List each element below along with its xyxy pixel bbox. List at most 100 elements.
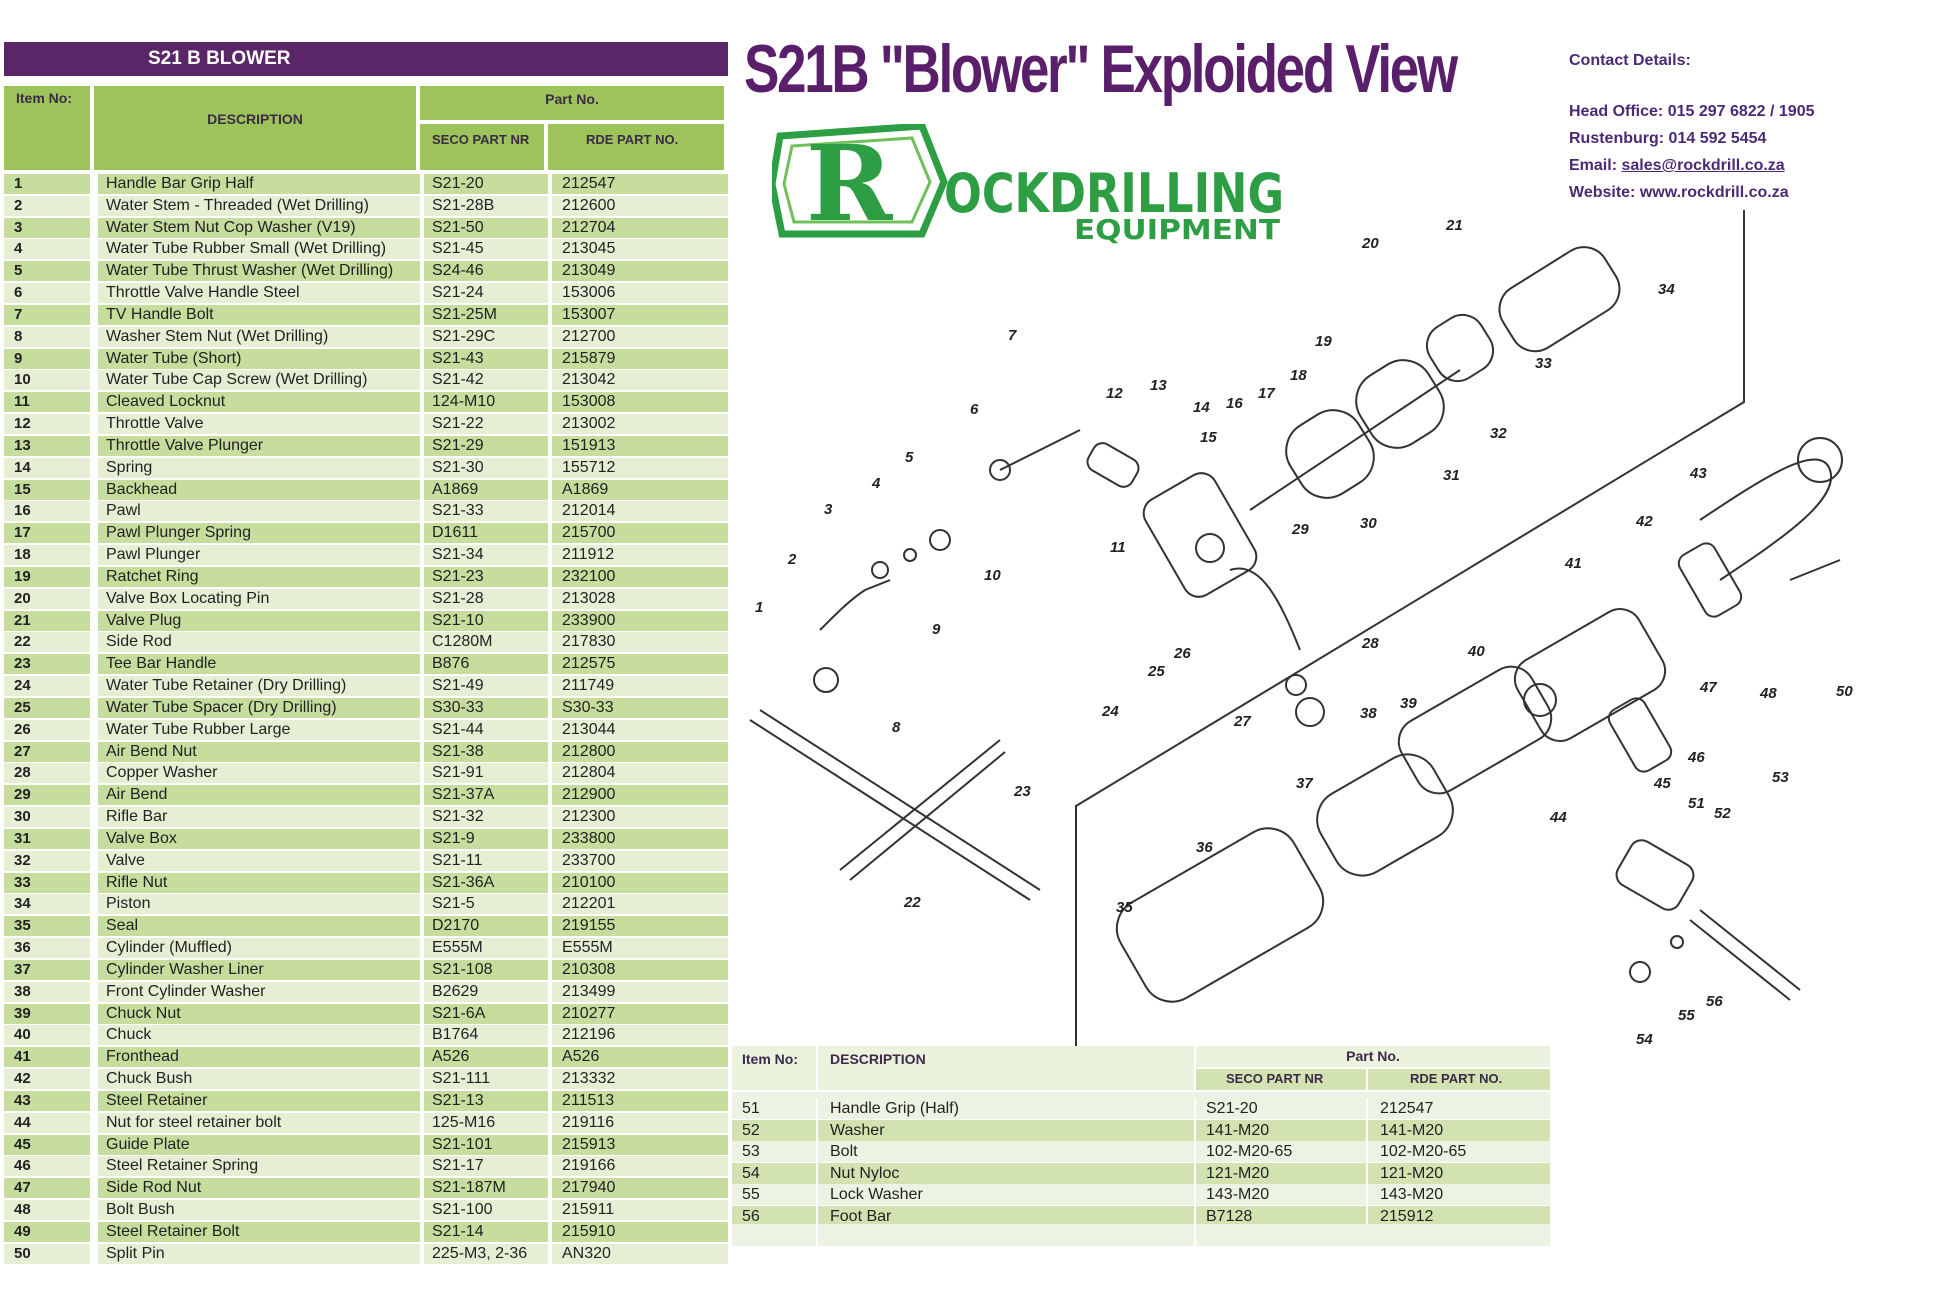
- cell-seco: S21-17: [424, 1156, 548, 1177]
- cell-seco: E555M: [424, 938, 548, 959]
- cell-rde: 211513: [552, 1090, 728, 1111]
- cell-rde: 217830: [552, 632, 728, 653]
- cell-item: 22: [4, 632, 90, 653]
- bottom-col-header-description: DESCRIPTION: [818, 1046, 1194, 1090]
- cell-rde: 212804: [552, 763, 728, 784]
- cell-desc: Foot Bar: [818, 1206, 1194, 1227]
- cell-item: 43: [4, 1090, 90, 1111]
- cell-item: 10: [4, 370, 90, 391]
- cell-item: 19: [4, 566, 90, 587]
- contact-head-office: Head Office: 015 297 6822 / 1905: [1569, 103, 1815, 120]
- cell-rde: 215911: [552, 1200, 728, 1220]
- callout-label: 27: [1233, 713, 1251, 730]
- cell-seco: S30-33: [424, 697, 548, 718]
- cell-seco: S21-23: [424, 566, 548, 587]
- callout-label: 23: [1013, 783, 1031, 800]
- callout-label: 53: [1772, 769, 1789, 786]
- cell-desc: Rifle Bar: [98, 807, 420, 828]
- cell-seco: 125-M16: [424, 1112, 548, 1133]
- cell-rde: A1869: [552, 479, 728, 500]
- cell-seco: S21-108: [424, 959, 548, 980]
- cell-seco: S21-22: [424, 414, 548, 435]
- cell-seco: 124-M10: [424, 392, 548, 413]
- col-header-description: DESCRIPTION: [94, 86, 416, 170]
- logo-big-letter: R: [806, 124, 894, 244]
- callout-label: 51: [1688, 795, 1705, 812]
- cell-desc: Nut Nyloc: [818, 1162, 1194, 1184]
- cell-rde: 210277: [552, 1003, 728, 1024]
- cell-seco: S21-29C: [424, 326, 548, 347]
- cell-item: 28: [4, 763, 90, 784]
- cell-desc: Chuck Nut: [98, 1003, 420, 1024]
- cell-rde: 143-M20: [1368, 1184, 1550, 1206]
- cell-seco: S21-13: [424, 1090, 548, 1111]
- contact-website[interactable]: Website: www.rockdrill.co.za: [1569, 184, 1789, 201]
- bottom-col-header-seco: SECO PART NR: [1196, 1069, 1366, 1090]
- col-header-rde: RDE PART NO.: [548, 124, 724, 170]
- cell-desc: Cylinder (Muffled): [98, 938, 420, 959]
- callout-label: 8: [892, 719, 901, 736]
- cell-item: 37: [4, 959, 90, 980]
- cell-desc: Piston: [98, 894, 420, 915]
- cell-desc: Fronthead: [98, 1047, 420, 1068]
- cell-item: 13: [4, 435, 90, 456]
- cell-rde: 153008: [552, 392, 728, 413]
- cell-rde: 213044: [552, 719, 728, 740]
- callout-label: 50: [1836, 683, 1853, 700]
- cell-rde: 211749: [552, 676, 728, 697]
- cell-item: 45: [4, 1134, 90, 1155]
- cell-item: 32: [4, 850, 90, 871]
- cell-desc: Copper Washer: [98, 763, 420, 784]
- cell-rde: 212600: [552, 195, 728, 216]
- bottom-col-header-part-no: Part No.: [1196, 1046, 1550, 1067]
- cell-rde: 215912: [1368, 1206, 1550, 1227]
- cell-rde: 212300: [552, 807, 728, 828]
- callout-label: 4: [871, 475, 881, 492]
- cell-seco: 141-M20: [1196, 1119, 1366, 1141]
- cell-item: 2: [4, 195, 90, 216]
- cell-desc: Chuck: [98, 1025, 420, 1046]
- cell-desc: Bolt: [818, 1141, 1194, 1163]
- cell-seco: D2170: [424, 916, 548, 937]
- callout-label: 18: [1290, 367, 1307, 384]
- cell-item: 33: [4, 872, 90, 893]
- cell-item: 50: [4, 1243, 90, 1264]
- callout-label: 11: [1110, 539, 1126, 556]
- cell-rde: AN320: [552, 1243, 728, 1264]
- callout-label: 21: [1445, 217, 1463, 234]
- cell-seco: S21-50: [424, 217, 548, 238]
- bottom-header-spacer: [732, 1069, 816, 1090]
- callout-label: 9: [932, 621, 941, 638]
- cell-item: 40: [4, 1025, 90, 1046]
- cell-rde: A526: [552, 1047, 728, 1068]
- callout-label: 14: [1193, 399, 1210, 416]
- cell-desc: Air Bend Nut: [98, 741, 420, 762]
- cell-desc: Spring: [98, 457, 420, 478]
- cell-rde: 151913: [552, 435, 728, 456]
- callout-label: 36: [1196, 839, 1213, 856]
- cell-seco: S21-14: [424, 1221, 548, 1242]
- contact-email-link[interactable]: sales@rockdrill.co.za: [1621, 157, 1785, 174]
- cell-desc: Water Tube Retainer (Dry Drilling): [98, 676, 420, 697]
- cell-desc: Cylinder Washer Liner: [98, 959, 420, 980]
- cell-rde: 212704: [552, 217, 728, 238]
- cell-desc: Split Pin: [98, 1243, 420, 1264]
- callout-label: 31: [1443, 467, 1460, 484]
